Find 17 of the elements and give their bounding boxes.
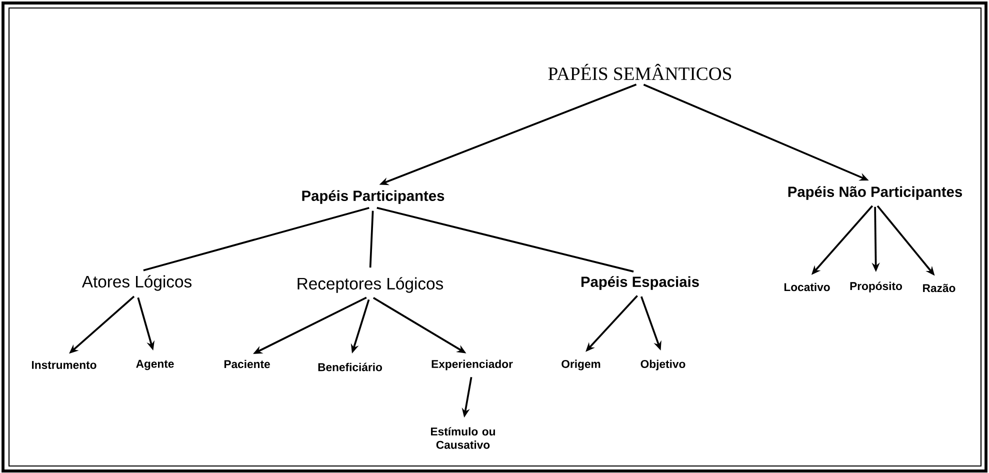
- role-label: Agente: [136, 360, 174, 370]
- role-label: Objetivo: [640, 360, 686, 370]
- role-label: Instrumento: [32, 361, 96, 369]
- role-label: Razão: [923, 284, 956, 292]
- role-label: Receptores Lógicos: [298, 277, 444, 293]
- role-label: Beneficiário: [318, 362, 382, 372]
- role-label: Paciente: [224, 360, 270, 368]
- role-label: Papéis Participantes: [302, 190, 444, 204]
- role-label: Origem: [562, 360, 600, 370]
- title: PAPÉIS SEMÂNTICOS: [548, 64, 732, 80]
- role-label: Experienciador: [432, 360, 513, 370]
- role-label: Locativo: [784, 282, 830, 292]
- role-label: Propósito: [850, 282, 902, 292]
- role-label: Papéis Não Participantes: [788, 186, 962, 200]
- role-label: Atores Lógicos: [82, 275, 192, 291]
- role-label: Papéis Espaciais: [581, 276, 699, 290]
- role-label: Estímulo ou Causativo: [431, 427, 495, 449]
